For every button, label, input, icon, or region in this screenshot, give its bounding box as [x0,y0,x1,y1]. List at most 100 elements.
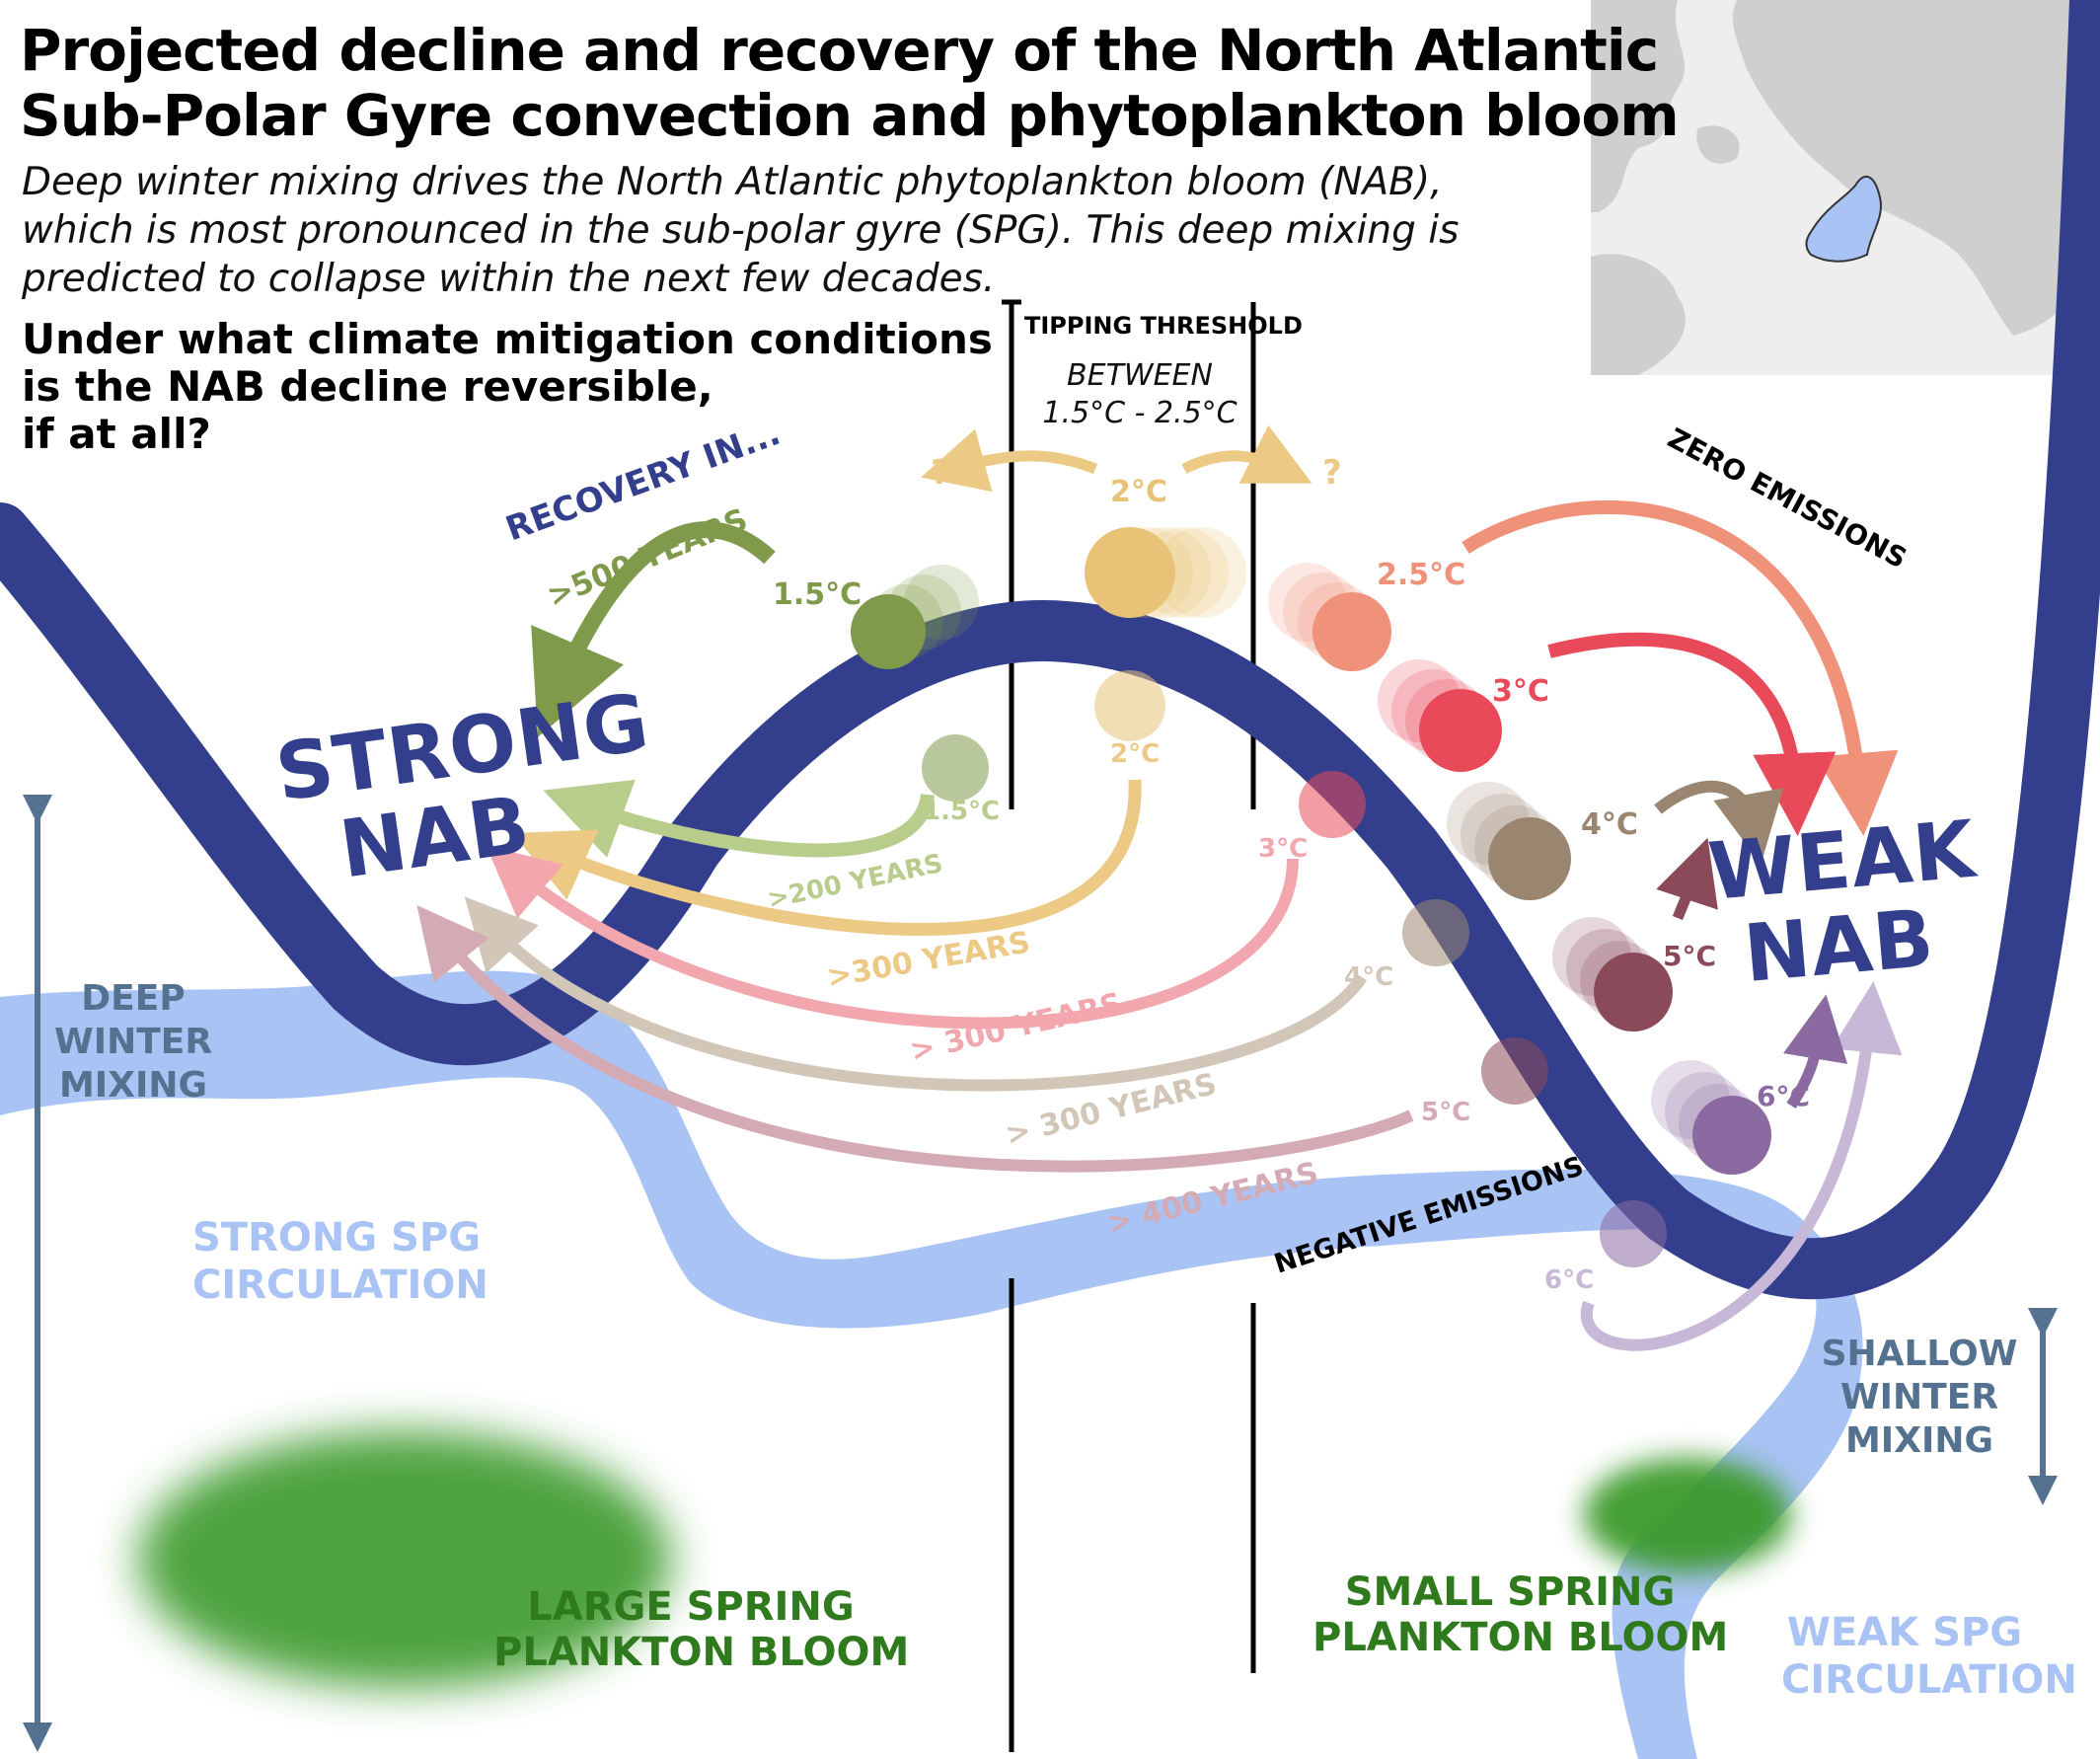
marker-15-top-circle [851,594,926,669]
marker-4-top-circle [1488,817,1571,900]
arrow-recovery-200 [543,779,935,858]
marker-15-bottom-circle [922,734,989,802]
arrow-tip-left [921,428,1098,493]
temp-5-top: 5°C [1663,940,1716,972]
marker-25-circle [1312,592,1391,671]
temp-5-bottom: 5°C [1421,1098,1470,1127]
large-bloom [138,1431,671,1688]
shallow-line-1: SHALLOW [1821,1334,2018,1374]
map-inset [1591,0,2100,375]
arrow-recovery-300-4c [464,896,1368,1092]
marker-2-top-circle [1156,527,1246,618]
question-line-1: Under what climate mitigation conditions [22,315,993,363]
marker-25 [1268,563,1391,671]
weak-spg-line-2: CIRCULATION [1781,1657,2077,1703]
question-line-2: is the NAB decline reversible, [22,362,713,411]
tipping-range: BETWEEN 1.5°C - 2.5°C [1031,357,1248,432]
tipping-range-value: 1.5°C - 2.5°C [1042,396,1238,430]
temp-4-top: 4°C [1581,807,1638,842]
marker-2-bottom [1094,670,1165,741]
question-right: ? [1322,453,1342,493]
title-line-2: Sub-Polar Gyre convection and phytoplank… [20,82,1680,149]
page-title: Projected decline and recovery of the No… [20,17,1680,149]
temp-25: 2.5°C [1377,558,1465,592]
marker-3-bottom [1299,771,1366,838]
strong-spg-line-1: STRONG SPG [192,1215,482,1261]
temp-15-top: 1.5°C [773,577,862,612]
temp-6-bottom: 6°C [1544,1265,1594,1295]
label-zero-emissions: ZERO EMISSIONS [1663,421,1912,574]
small-bloom [1584,1458,1791,1572]
arrows [23,424,2058,1752]
weak-nab-line-2: NAB [1740,891,1938,1001]
research-question: Under what climate mitigation conditions… [22,316,993,458]
state-markers [851,527,1771,1267]
temp-2-top: 2°C [1110,475,1167,509]
temp-2-bottom: 2°C [1110,739,1160,769]
title-line-1: Projected decline and recovery of the No… [20,17,1659,84]
marker-2-top [1085,527,1246,618]
arrow-zero-6c [1783,994,1848,1109]
arrow-zero-25c [1462,499,1899,836]
deep-winter-mixing-label: DEEP WINTER MIXING [54,977,212,1108]
marker-4-top [1447,782,1571,900]
spg-circulation-band [0,970,1863,1759]
marker-2-top-circle [1085,527,1175,618]
marker-6-top [1651,1060,1771,1175]
spg-region [1805,175,1882,263]
marker-15-bottom [922,734,989,802]
shallow-line-2: WINTER [1839,1377,1999,1417]
marker-5-bottom-circle [1481,1037,1548,1105]
deep-line-3: MIXING [58,1065,208,1106]
weak-spg-label: WEAK SPG CIRCULATION [1781,1609,2077,1704]
marker-3-bottom-circle [1299,771,1366,838]
arrow-recovery-400-5c [416,905,1414,1173]
marker-3-top-circle [1419,689,1502,772]
label-300-years-b: > 300 YEARS [907,986,1125,1068]
temp-4-bottom: 4°C [1344,962,1393,992]
small-bloom-line-2: PLANKTON BLOOM [1312,1615,1729,1660]
deep-line-2: WINTER [54,1022,213,1062]
large-bloom-line-1: LARGE SPRING [527,1584,855,1630]
large-bloom-line-2: PLANKTON BLOOM [493,1630,910,1675]
strong-spg-label: STRONG SPG CIRCULATION [192,1214,488,1309]
small-bloom-line-1: SMALL SPRING [1344,1569,1676,1615]
temp-6-top: 6°C [1757,1080,1810,1112]
temp-3-top: 3°C [1492,674,1549,709]
arrow-zero-3c [1547,632,1837,836]
shallow-line-3: MIXING [1844,1420,1994,1461]
question-left: ? [931,453,950,493]
tipping-between: BETWEEN [1067,358,1213,393]
marker-4-bottom [1402,899,1469,966]
arrow-recovery-300-2c [512,779,1142,936]
arrow-tip-right [1181,424,1312,484]
arrow-recovery-300-3c [486,845,1299,1030]
weak-spg-line-1: WEAK SPG [1786,1610,2023,1655]
temp-3-bottom: 3°C [1258,834,1308,864]
large-bloom-label: LARGE SPRING PLANKTON BLOOM [493,1584,910,1675]
small-bloom-label: SMALL SPRING PLANKTON BLOOM [1312,1569,1729,1660]
marker-6-top-circle [1692,1096,1771,1175]
shallow-winter-mixing-label: SHALLOW WINTER MIXING [1821,1333,2018,1463]
strong-spg-line-2: CIRCULATION [192,1262,488,1308]
arrow-zero-4c [1654,780,1784,865]
marker-3-top [1378,659,1502,772]
marker-5-bottom [1481,1037,1548,1105]
marker-4-bottom-circle [1402,899,1469,966]
marker-5-top [1552,917,1673,1032]
weak-nab-label: WEAK NAB [1705,803,1980,1001]
deep-line-1: DEEP [81,978,186,1019]
temp-15-bottom: 1.5°C [923,797,1000,826]
marker-6-bottom [1600,1200,1667,1267]
tipping-threshold-label: TIPPING THRESHOLD [1024,312,1303,340]
label-200-years: >200 YEARS [765,849,945,915]
marker-6-bottom-circle [1600,1200,1667,1267]
marker-2-bottom-circle [1094,670,1165,741]
marker-15-top [851,565,979,669]
marker-5-top-circle [1594,953,1673,1032]
stability-curve [0,0,2100,1300]
arrow-recovery-500 [531,521,776,737]
question-line-3: if at all? [22,410,211,458]
arrow-zero-5c [1656,837,1718,921]
